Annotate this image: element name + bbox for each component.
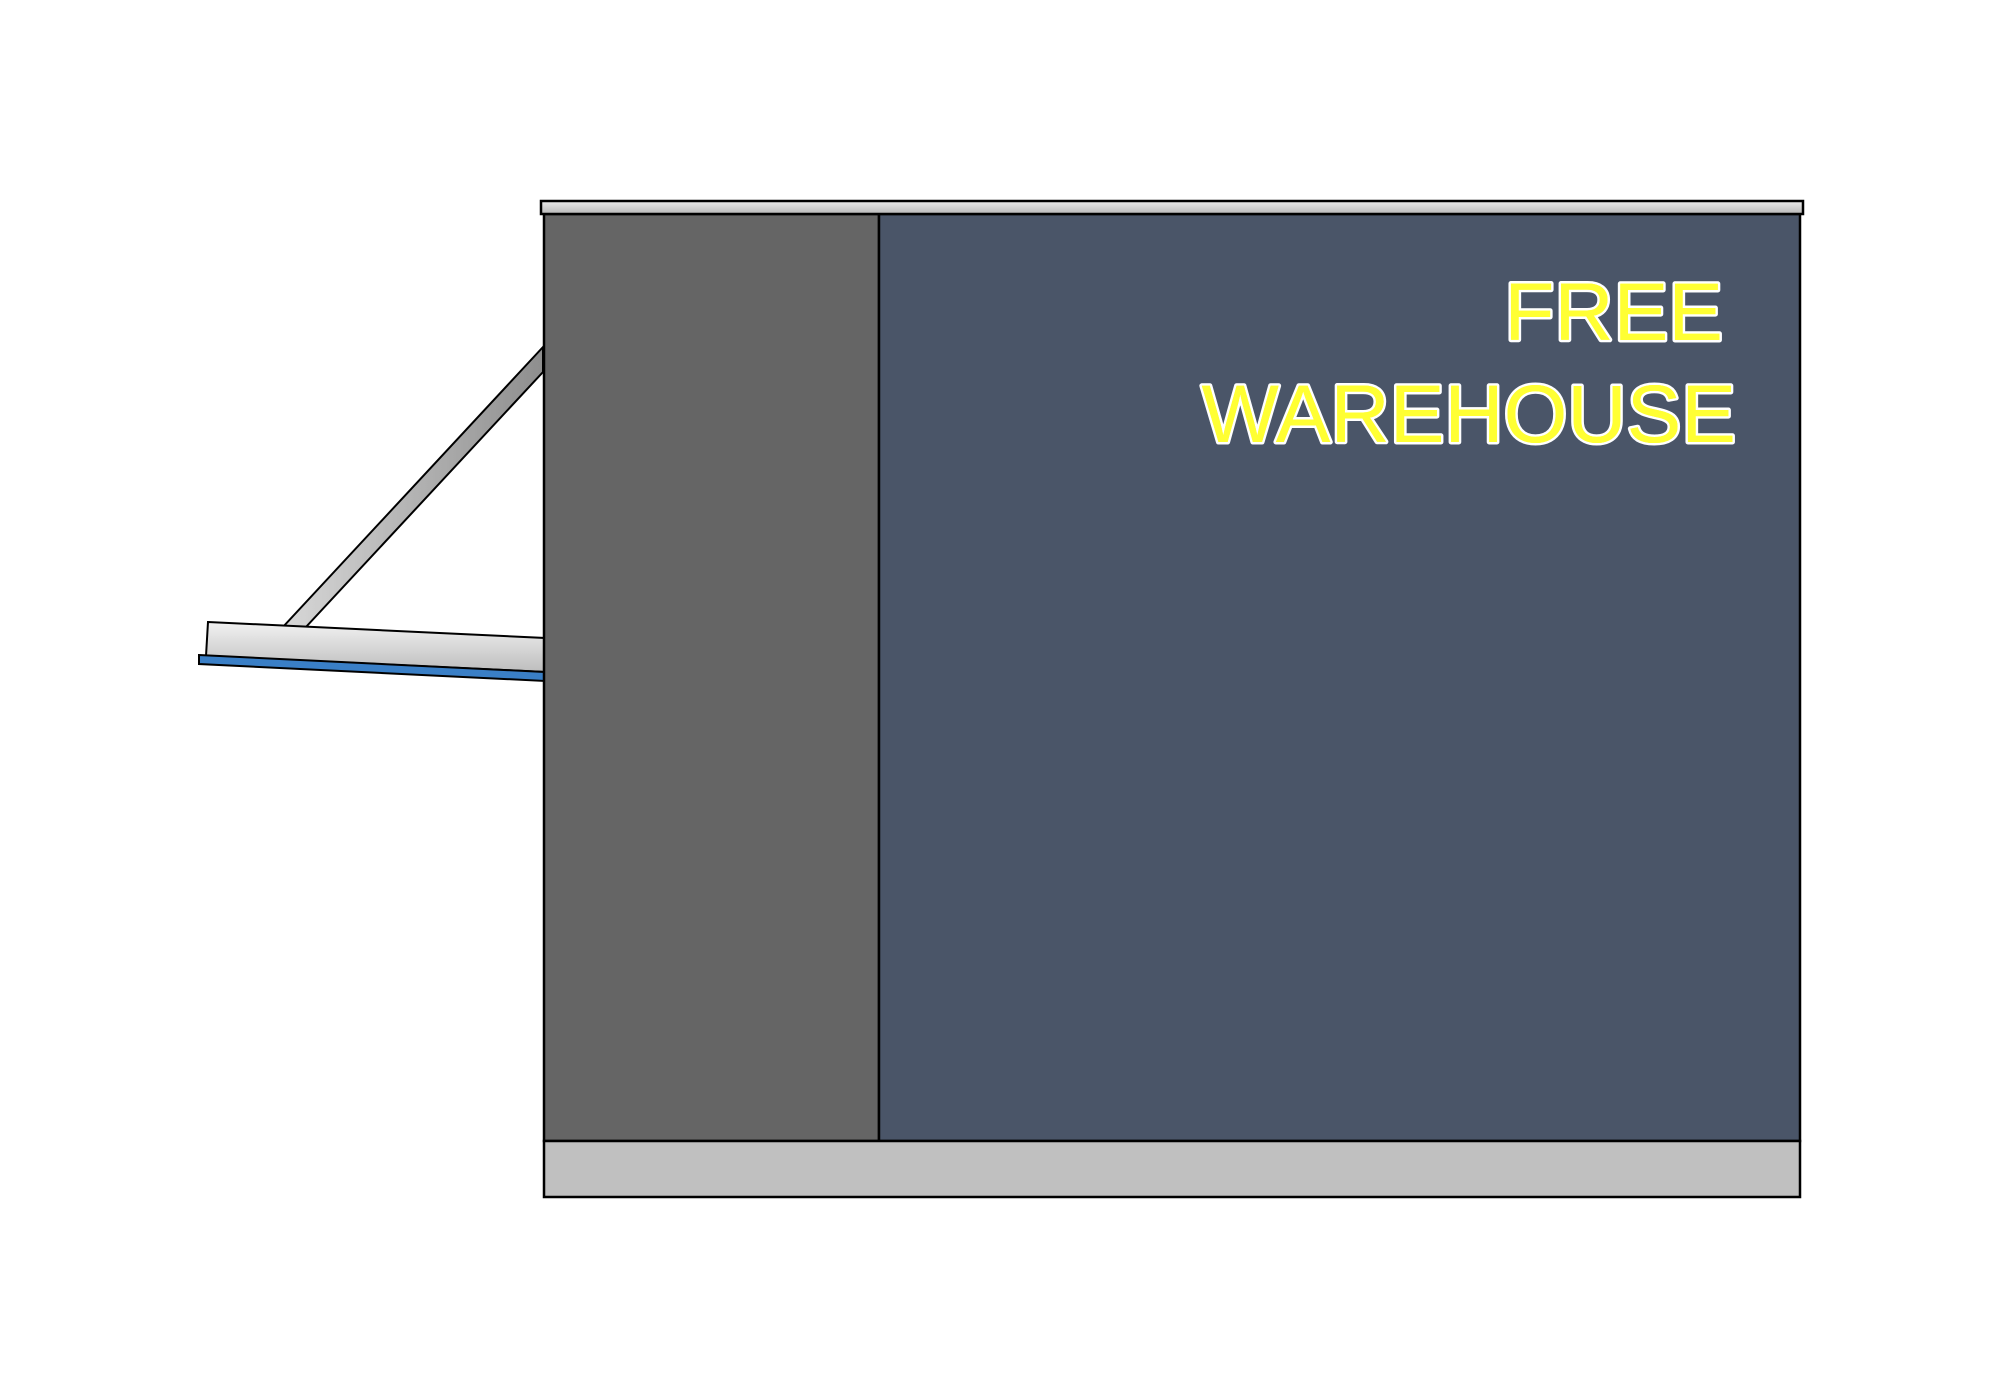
side-wall [542, 212, 881, 1143]
sign-line-warehouse: WAREHOUSE [1201, 369, 1736, 460]
sign-line-free-fill: FREE [1504, 267, 1723, 358]
sign-line-free: FREE [1504, 267, 1723, 358]
main-wall [877, 212, 1802, 1143]
roof-strip [539, 199, 1805, 216]
base-strip [542, 1139, 1802, 1199]
sign-line-warehouse-fill: WAREHOUSE [1201, 369, 1736, 460]
awning-support-strut [279, 344, 544, 629]
